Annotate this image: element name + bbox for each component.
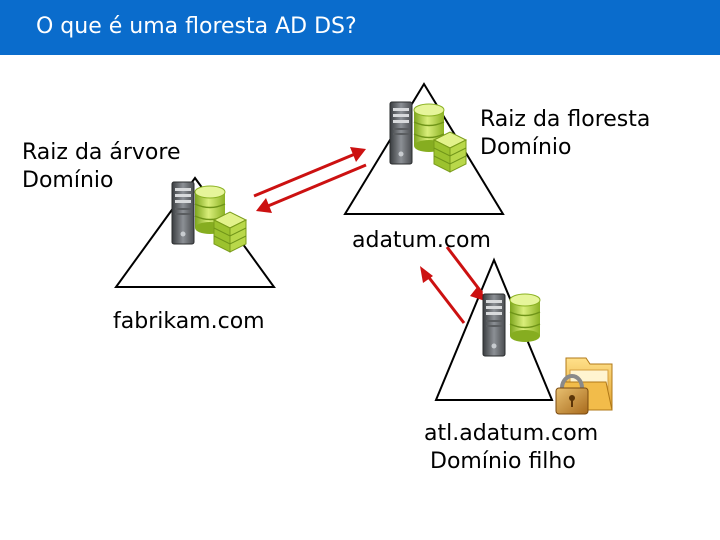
tree-root-label: Raiz da árvore Domínio [22, 139, 180, 195]
server-icon [482, 293, 506, 357]
database-icon [509, 293, 541, 343]
forest-root-label: Raiz da floresta Domínio [480, 106, 650, 162]
adatum-label: adatum.com [352, 228, 491, 253]
forest-root-label-line2: Domínio [480, 135, 572, 160]
database-icon [433, 131, 467, 173]
page-title: O que é uma floresta AD DS? [36, 14, 357, 39]
forest-root-label-line1: Raiz da floresta [480, 107, 651, 132]
server-icon [389, 101, 413, 165]
fabrikam-label: fabrikam.com [113, 309, 265, 334]
tree-root-label-line1: Raiz da árvore [22, 140, 181, 165]
lock-folder-icon [555, 357, 613, 415]
child-domain-label-line1: atl.adatum.com [424, 421, 599, 446]
child-domain-label-line2: Domínio filho [430, 449, 576, 474]
trust-arrow-forest-tree [253, 147, 367, 213]
title-bar: O que é uma floresta AD DS? [0, 0, 720, 55]
database-icon [213, 211, 247, 253]
trust-arrow-forest-child [420, 246, 488, 324]
child-domain-label: atl.adatum.com Domínio filho [424, 420, 598, 476]
tree-root-label-line2: Domínio [22, 168, 114, 193]
